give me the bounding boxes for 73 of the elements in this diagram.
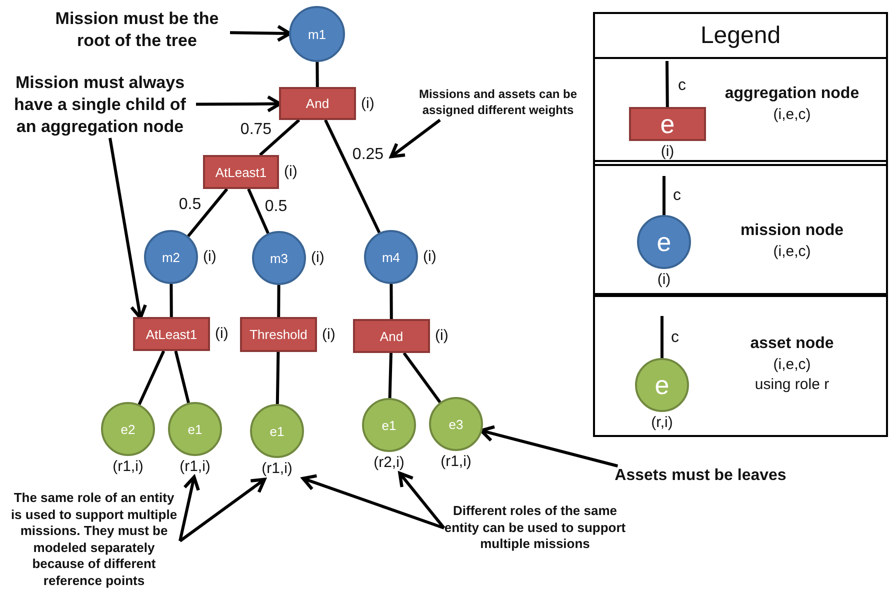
node-annotation: (i) [656, 271, 672, 289]
connector-line [276, 352, 280, 404]
arrow [179, 478, 266, 542]
node-label: e2 [120, 422, 136, 436]
node-annotation: (r1,i) [440, 453, 472, 471]
annotation-text: Different roles of the same entity can be used to support multiple missions [444, 503, 626, 555]
node-annotation: (i) [423, 248, 436, 266]
node-label: Threshold [250, 327, 308, 342]
connector-line [662, 176, 666, 215]
node-label: m2 [162, 250, 180, 264]
node-label: e1 [270, 424, 284, 438]
node-annotation: (i) [203, 248, 216, 266]
node-label: And [306, 96, 330, 111]
node-annotation: (i) [322, 326, 336, 344]
annotation-text: Mission must always have a single child of an aggregation node [4, 72, 196, 138]
annotation-text: Assets must be leaves [598, 466, 803, 488]
arrow [108, 138, 147, 320]
arrow [390, 118, 441, 158]
legend-panel [593, 164, 888, 295]
connector-line [187, 188, 228, 238]
node-label: AtLeast1 [146, 326, 198, 342]
legend-item-title: aggregation node [724, 84, 860, 104]
node-annotation: (i) [311, 249, 324, 267]
node-label: m1 [308, 26, 326, 42]
connector-line [170, 284, 173, 318]
connector-line [247, 188, 270, 234]
node-label: m3 [270, 250, 288, 266]
legend-panel [593, 57, 888, 162]
legend-item-title: asset node [749, 334, 835, 354]
node-annotation: (r1,i) [178, 458, 212, 476]
legend-item-detail: (i,e,c) [772, 355, 812, 375]
connector-line [277, 284, 280, 318]
legend-item-detail: using role r [754, 375, 830, 395]
arrow [398, 472, 446, 529]
node-label: And [380, 328, 404, 344]
connector-line [259, 118, 300, 156]
node-annotation: (i) [361, 94, 374, 112]
connector-line [324, 119, 381, 234]
node-label: e3 [448, 416, 464, 432]
node-label: AtLeast1 [215, 164, 267, 180]
node-label: e [656, 226, 672, 258]
connector-line [666, 60, 669, 108]
node-annotation: (i) [284, 163, 298, 181]
arrow [480, 425, 618, 468]
legend-item-detail: (i,e,c) [772, 242, 812, 262]
connector-line [390, 284, 393, 320]
node-annotation: (r1,i) [112, 458, 144, 476]
connector-line [402, 352, 442, 404]
node-annotation: (i) [660, 143, 676, 161]
connector-line [174, 350, 190, 404]
node-label: e1 [382, 418, 396, 432]
node-annotation: (i) [435, 327, 448, 345]
legend-item-title: mission node [739, 221, 845, 241]
legend-frame [593, 12, 888, 437]
annotation-text: Missions and assets can be assigned different weights [398, 86, 598, 120]
node-annotation: (r2,i) [372, 454, 406, 472]
arrow [301, 474, 444, 530]
connector-line [388, 352, 392, 398]
legend-item-detail: (i,e,c) [772, 105, 812, 125]
node-annotation: (r1,i) [260, 460, 294, 478]
node-annotation: (i) [215, 325, 228, 343]
node-label: e1 [188, 422, 202, 436]
node-annotation: (r,i) [650, 414, 674, 432]
node-label: e [654, 370, 670, 400]
connector-line [316, 62, 319, 88]
connector-line [660, 316, 664, 358]
arrow [178, 475, 200, 542]
legend-title: Legend [699, 22, 782, 50]
annotation-text: The same role of an entity is used to support multiple missions. They must be modeled separately because of different reference points [8, 490, 180, 590]
connector-line [138, 350, 166, 406]
node-label: m4 [382, 250, 400, 264]
node-label: e [660, 108, 675, 140]
annotation-text: Mission must be the root of the tree [44, 8, 230, 54]
